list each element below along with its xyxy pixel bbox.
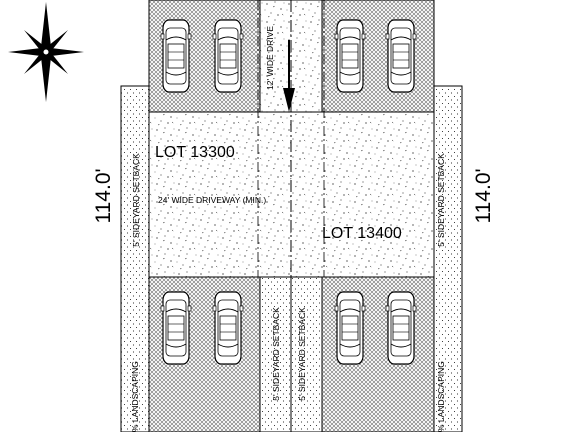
lot-label-right: LOT 13400 [322, 225, 402, 242]
car-bottom-right-2 [385, 291, 417, 365]
car-top-left-2 [212, 19, 244, 93]
car-top-right-2 [385, 19, 417, 93]
landscaping-strip-left [120, 85, 150, 432]
dimension-right: 114.0' [472, 168, 495, 223]
driveway-note: 24' WIDE DRIVEWAY (MIN.) [158, 195, 266, 205]
car-bottom-left-1 [160, 291, 192, 365]
setback-label-outer-right: 5' SIDEYARD SETBACK [436, 153, 446, 247]
landscaping-label-left: % LANDSCAPING [130, 361, 140, 432]
setback-label-outer-left: 5' SIDEYARD SETBACK [131, 153, 141, 247]
car-top-right-1 [334, 19, 366, 93]
center-drive-note: 12' WIDE DRIVE [265, 26, 275, 90]
compass-rose-icon [8, 2, 84, 102]
dimension-left: 114.0' [92, 168, 115, 223]
car-bottom-left-2 [212, 291, 244, 365]
car-bottom-right-1 [334, 291, 366, 365]
setback-label-inner-left: 5' SIDEYARD SETBACK [271, 307, 281, 401]
car-top-left-1 [160, 19, 192, 93]
lot-label-left: LOT 13300 [155, 144, 235, 161]
down-arrow-icon [283, 40, 295, 112]
setback-label-inner-right: 5' SIDEYARD SETBACK [297, 307, 307, 401]
setback-strip-right [290, 276, 323, 432]
landscaping-label-right: % LANDSCAPING [436, 361, 446, 432]
